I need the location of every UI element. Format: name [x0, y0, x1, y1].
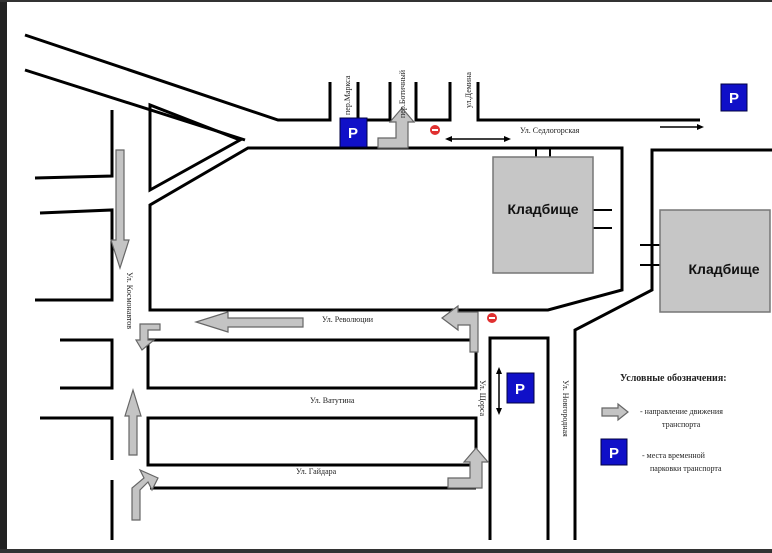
svg-text:пер.Ботичный: пер.Ботичный — [398, 69, 407, 118]
svg-text:Условные обозначения:: Условные обозначения: — [620, 373, 727, 384]
arrow-turn-left-icon — [441, 304, 479, 353]
svg-text:P: P — [729, 90, 739, 107]
svg-text:пер.Маркса: пер.Маркса — [343, 75, 352, 115]
svg-text:Ул. Гайдара: Ул. Гайдара — [296, 467, 337, 476]
two-way-arrows — [445, 124, 704, 415]
parking-icon — [720, 83, 748, 112]
svg-text:Ул. Щорса: Ул. Щорса — [478, 380, 487, 416]
arrow-up-icon — [124, 387, 142, 456]
cemetery-2: Кладбище — [659, 209, 771, 313]
no-entry-signs — [430, 125, 497, 323]
svg-text:- направление движения: - направление движения — [640, 407, 723, 416]
roads — [24, 33, 772, 540]
arrow-turn-down-icon — [134, 323, 161, 351]
legend-arrow-icon — [601, 402, 629, 422]
svg-text:Ул. Революции: Ул. Революции — [322, 315, 374, 324]
svg-text:ул.Демина: ул.Демина — [464, 72, 473, 108]
svg-text:- места временной: - места временной — [642, 451, 706, 460]
svg-text:Кладбище: Кладбище — [508, 201, 579, 217]
arrow-turn-up-icon — [131, 468, 159, 521]
frame-top-edge — [0, 0, 772, 2]
svg-text:P: P — [609, 445, 619, 462]
frame-bottom-edge — [0, 549, 772, 553]
parking-icon — [506, 372, 535, 404]
svg-text:парковки транспорта: парковки транспорта — [650, 464, 722, 473]
legend: Условные обозначения: - направление движ… — [600, 373, 727, 473]
parking-markers: P P P — [339, 83, 748, 404]
parking-icon — [339, 117, 368, 148]
svg-text:Ул. Седлогорская: Ул. Седлогорская — [520, 126, 580, 135]
street-labels: Ул. Седлогорская Ул. Революции Ул. Ватут… — [125, 69, 580, 476]
svg-text:P: P — [348, 125, 358, 142]
svg-text:Кладбище: Кладбище — [689, 261, 760, 277]
cemetery-1: Кладбище — [492, 156, 594, 274]
legend-parking-icon — [600, 438, 628, 466]
svg-text:Ул. Новгородная: Ул. Новгородная — [561, 380, 570, 437]
traffic-arrows — [110, 107, 490, 521]
svg-text:P: P — [515, 381, 525, 398]
svg-text:Ул. Ватутина: Ул. Ватутина — [310, 396, 355, 405]
arrow-turn-up-top-icon — [377, 107, 416, 149]
svg-text:Ул. Космонавтов: Ул. Космонавтов — [125, 272, 134, 329]
svg-text:транспорта: транспорта — [662, 420, 701, 429]
frame-left-edge — [0, 0, 7, 553]
arrow-turn-right-up-icon — [447, 447, 490, 489]
arrow-left-icon — [193, 311, 304, 333]
arrow-down-icon — [110, 149, 130, 270]
